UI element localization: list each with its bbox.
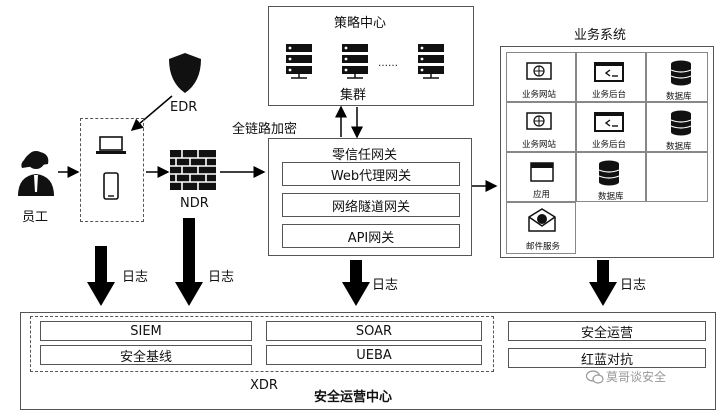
terminal-icon	[594, 112, 624, 132]
globe-icon	[526, 112, 552, 132]
cell-label: 应用	[533, 190, 551, 200]
cluster-label: 集群	[340, 88, 367, 103]
grid-cell	[646, 152, 708, 202]
web-proxy-gateway: Web代理网关	[282, 162, 460, 186]
ueba-bar: UEBA	[266, 345, 482, 365]
grid-cell	[576, 102, 646, 152]
app-window-icon	[530, 162, 554, 182]
grid-cell	[506, 152, 576, 202]
grid-cell	[576, 52, 646, 102]
grid-cell	[506, 52, 576, 102]
server-icon	[342, 44, 368, 80]
database-icon	[670, 60, 692, 86]
xdr-label: XDR	[250, 378, 278, 393]
ellipsis-label: ……	[378, 58, 398, 69]
cell-label: 业务后台	[592, 90, 627, 100]
grid-cell	[506, 202, 576, 254]
server-icon	[418, 44, 444, 80]
red-blue-team-bar: 红蓝对抗	[508, 348, 706, 368]
cell-label: 业务网站	[522, 140, 557, 150]
grid-cell	[646, 102, 708, 152]
security-operations-bar: 安全运营	[508, 321, 706, 341]
phone-icon	[103, 172, 119, 200]
policy-center-title: 策略中心	[334, 16, 387, 31]
globe-icon	[526, 62, 552, 82]
shield-icon	[168, 52, 202, 94]
cell-label: 数据库	[666, 142, 692, 152]
database-icon	[598, 160, 620, 186]
watermark: 莫哥谈安全	[606, 370, 667, 384]
ndr-label: NDR	[180, 196, 209, 211]
cell-label: 邮件服务	[526, 242, 561, 252]
employee-label: 员工	[22, 210, 49, 225]
network-tunnel-gateway: 网络隧道网关	[282, 193, 460, 217]
security-baseline-bar: 安全基线	[40, 345, 252, 365]
siem-bar: SIEM	[40, 321, 252, 341]
server-icon	[286, 44, 312, 80]
api-gateway: API网关	[282, 224, 460, 248]
log-label: 日志	[122, 270, 149, 285]
zero-trust-gateway-title: 零信任网关	[332, 148, 398, 163]
grid-cell	[506, 102, 576, 152]
log-label: 日志	[208, 270, 235, 285]
endpoint-device-box	[80, 118, 144, 222]
cell-label: 数据库	[598, 192, 624, 202]
wechat-logo-icon	[585, 370, 604, 384]
log-label: 日志	[620, 278, 647, 293]
grid-cell	[576, 152, 646, 202]
log-label: 日志	[372, 278, 399, 293]
firewall-icon	[170, 150, 216, 190]
mail-icon	[528, 208, 556, 232]
cell-label: 业务网站	[522, 90, 557, 100]
soar-bar: SOAR	[266, 321, 482, 341]
grid-cell	[646, 52, 708, 102]
laptop-icon	[96, 136, 126, 156]
business-system-title: 业务系统	[574, 28, 627, 43]
full-link-encryption-label: 全链路加密	[232, 122, 298, 137]
business-system-grid	[506, 52, 708, 254]
cell-label: 业务后台	[592, 140, 627, 150]
soc-title: 安全运营中心	[314, 390, 393, 405]
cell-label: 数据库	[666, 92, 692, 102]
terminal-icon	[594, 62, 624, 82]
xdr-group	[30, 316, 494, 372]
edr-label: EDR	[170, 100, 198, 115]
employee-icon	[16, 148, 58, 198]
database-icon	[670, 110, 692, 136]
